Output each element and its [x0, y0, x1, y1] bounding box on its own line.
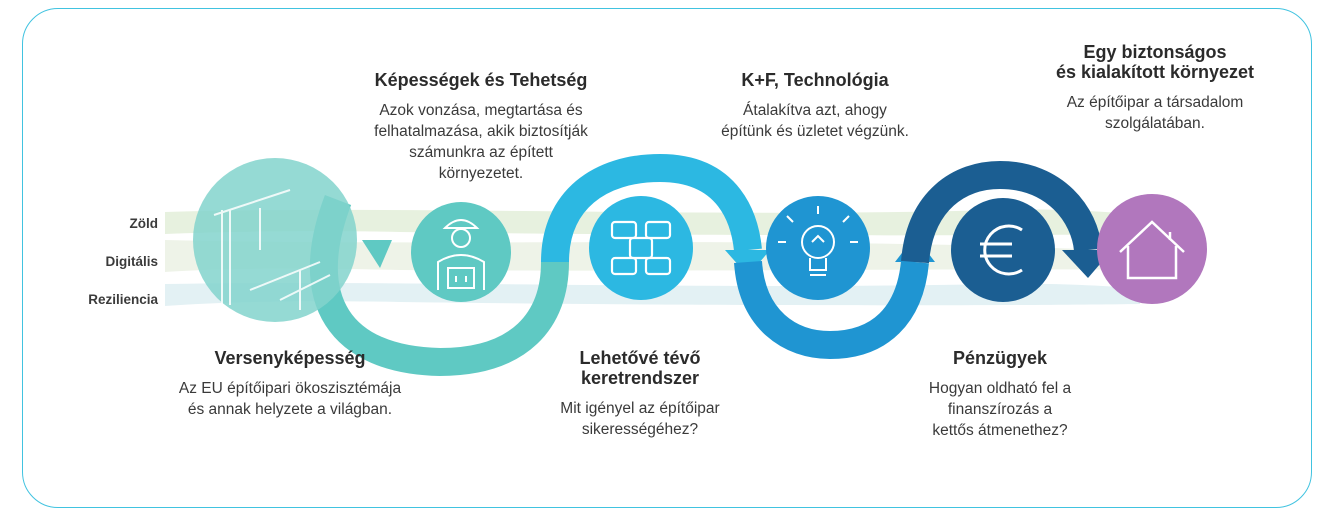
step-competitiveness: Versenyképesség Az EU építőipari ökoszis…: [160, 348, 420, 420]
circle-framework: [589, 196, 693, 300]
circle-finance: [951, 198, 1055, 302]
step-title: Versenyképesség: [214, 348, 366, 368]
step-environment: Egy biztonságos és kialakított környezet…: [1030, 42, 1280, 134]
step-title: Egy biztonságos és kialakított környezet: [1055, 42, 1255, 82]
step-description: Átalakítva azt, ahogy építünk és üzletet…: [721, 102, 909, 140]
circle-competitiveness: [193, 158, 357, 322]
arc-2: [541, 153, 762, 263]
euro-icon: [980, 224, 1023, 276]
construction-cranes-icon: [213, 189, 331, 310]
circle-environment: [1097, 194, 1207, 304]
band-label-green: Zöld: [129, 216, 159, 231]
arrow-1: [362, 240, 392, 268]
joined-hands-icon: [610, 220, 672, 276]
step-title: Lehetővé tévő keretrendszer: [579, 348, 701, 388]
step-description: Az EU építőipari ökoszisztémája és annak…: [178, 380, 402, 418]
band-label-digital: Digitális: [105, 254, 158, 269]
step-skills: Képességek és Tehetség Azok vonzása, meg…: [346, 70, 616, 184]
step-framework: Lehetővé tévő keretrendszer Mit igényel …: [520, 348, 760, 440]
worker-icon: [437, 219, 485, 290]
step-title: Képességek és Tehetség: [374, 70, 588, 90]
step-rnd: K+F, Technológia Átalakítva azt, ahogy é…: [690, 70, 940, 142]
step-description: Azok vonzása, megtartása és felhatalmazá…: [374, 102, 588, 182]
step-description: Mit igényel az építőipar sikerességéhez?: [560, 400, 720, 438]
lightbulb-icon: [778, 206, 858, 276]
step-description: Az építőipar a társadalom szolgálatában.: [1066, 94, 1244, 132]
step-title: K+F, Technológia: [741, 70, 889, 90]
circle-skills: [411, 202, 511, 302]
step-title: Pénzügyek: [952, 348, 1048, 368]
flow-graphic: [165, 153, 1207, 377]
band-label-resilience: Reziliencia: [88, 292, 158, 307]
arc-3: [734, 260, 929, 360]
step-finance: Pénzügyek Hogyan oldható fel a finanszír…: [880, 348, 1120, 441]
house-icon: [1119, 220, 1185, 280]
step-description: Hogyan oldható fel a finanszírozás a ket…: [928, 380, 1072, 439]
arc-4: [901, 160, 1102, 264]
